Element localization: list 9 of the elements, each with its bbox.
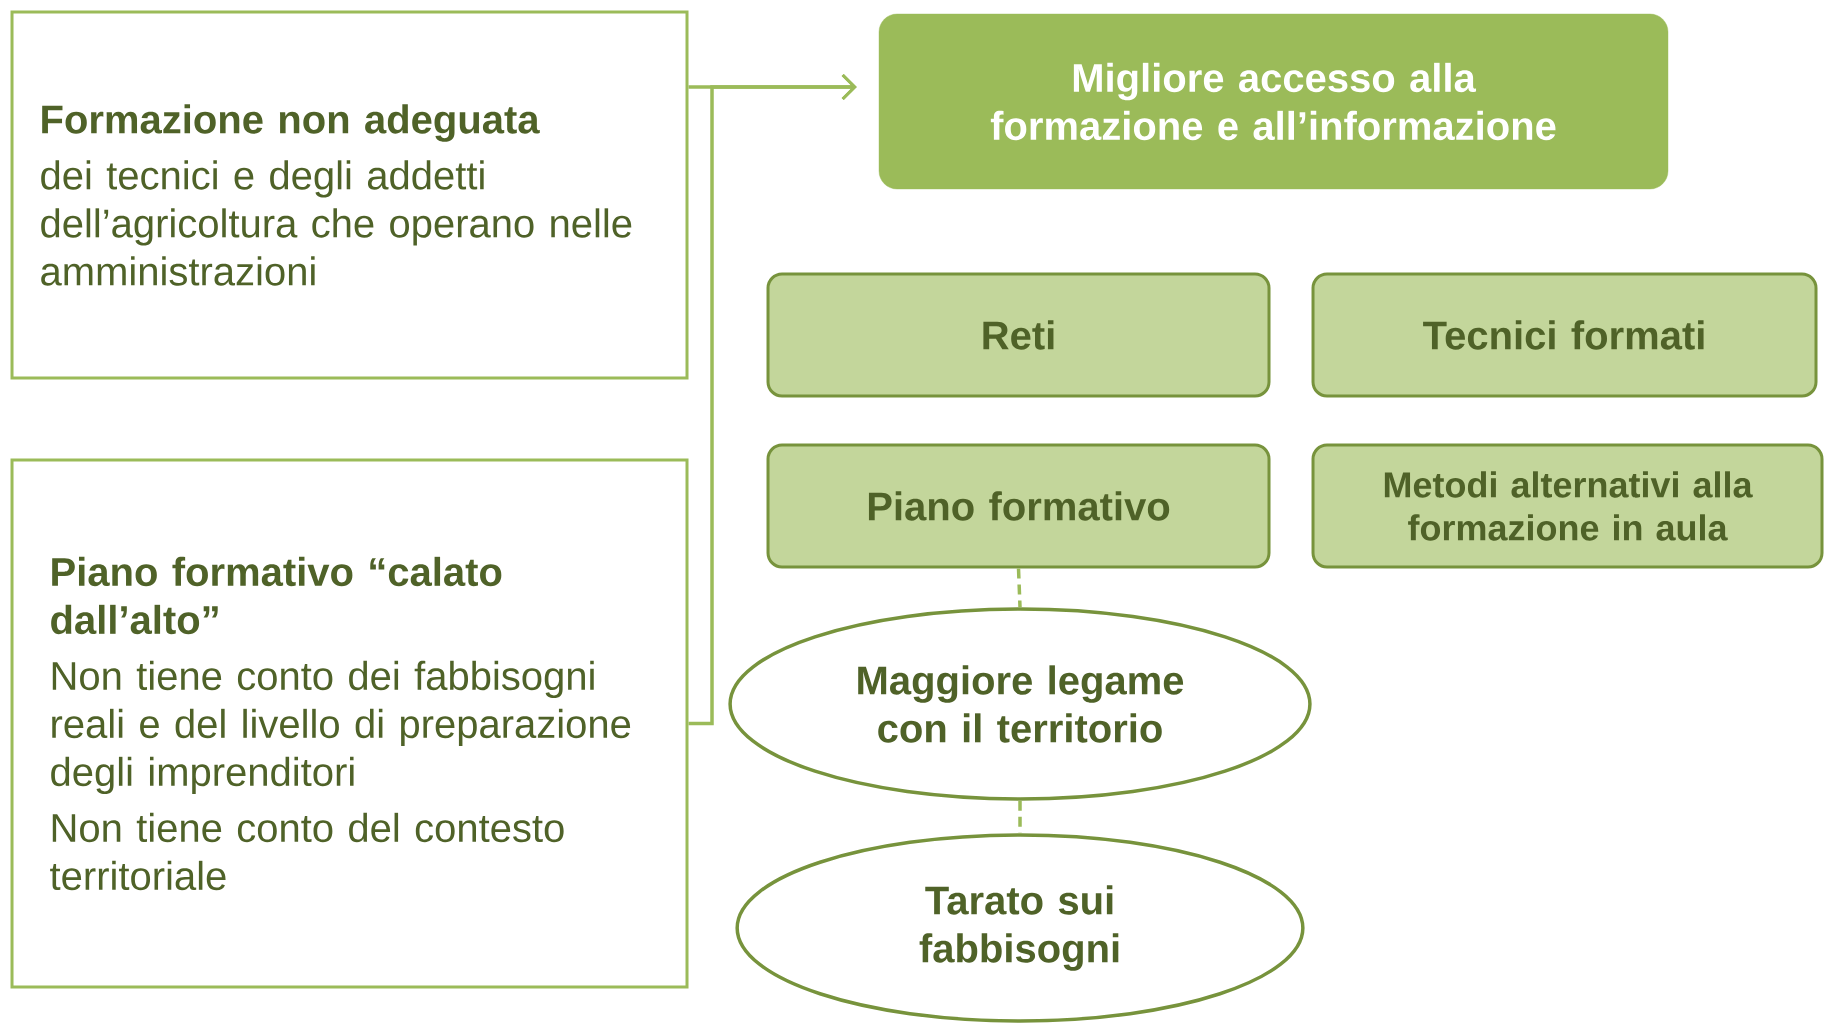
outcome-box: Piano formativo xyxy=(766,443,1271,569)
outcome-box: Tecnici formati xyxy=(1311,272,1818,398)
text-box: Formazione non adeguata dei tecnici e degli addetti dell’agricoltura che operano nelle amministrazioni xyxy=(10,10,689,380)
connector-line xyxy=(1016,568,1022,608)
outcome-box: Reti xyxy=(766,272,1271,398)
outcome-box: Metodi alternativi alla formazione in aula xyxy=(1311,443,1824,569)
arrow xyxy=(688,73,857,726)
text-box: Piano formativo “calato dall’alto” Non tiene conto dei fabbisogni reali e del livello di preparazione degli imprenditori Non tiene conto del contesto territoriale xyxy=(10,458,689,989)
goal-box: Migliore accesso alla formazione e all’informazione xyxy=(878,13,1669,190)
